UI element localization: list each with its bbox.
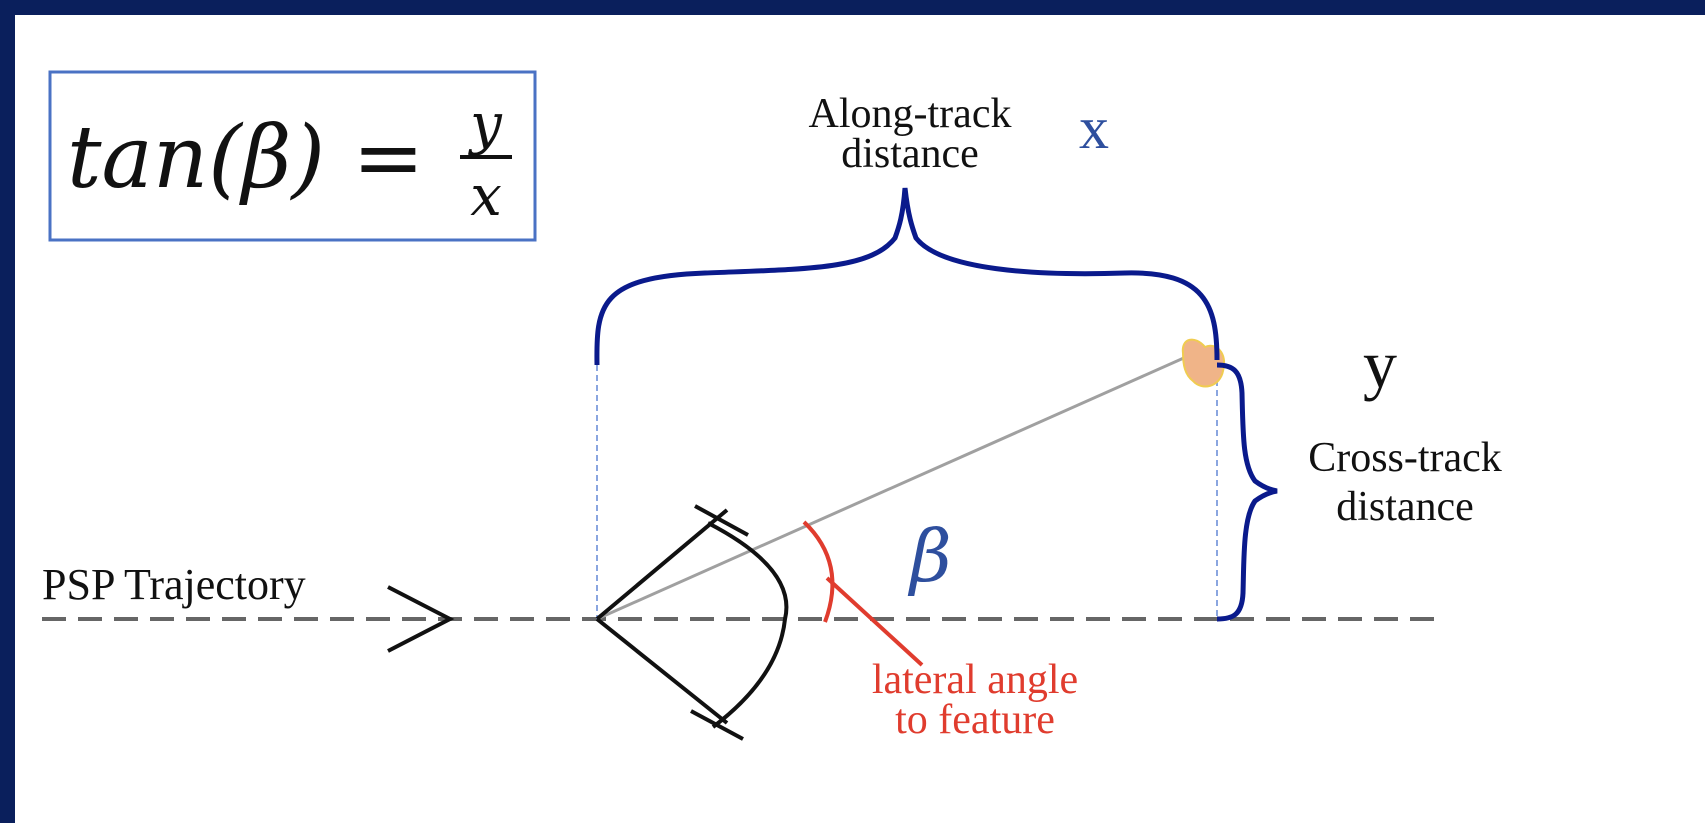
feature-blob bbox=[1181, 338, 1226, 388]
trajectory-label: PSP Trajectory bbox=[42, 560, 306, 609]
camera-fov-upper bbox=[595, 508, 729, 621]
along-track-brace bbox=[594, 187, 1220, 366]
trajectory-arrowhead bbox=[387, 585, 455, 653]
along-track-label-line1: Along-track bbox=[809, 91, 1012, 137]
y-symbol: y bbox=[1363, 326, 1397, 402]
formula-numerator: y bbox=[467, 92, 503, 157]
camera-fov-lower bbox=[595, 617, 729, 725]
lateral-angle-label-line2: to feature bbox=[895, 697, 1055, 743]
beta-symbol: β bbox=[907, 514, 952, 598]
camera-lens-arc bbox=[707, 521, 789, 729]
camera-lens-tick-bottom bbox=[690, 709, 744, 741]
lateral-angle-arc bbox=[802, 520, 835, 623]
cross-track-brace bbox=[1216, 362, 1278, 622]
cross-track-label-line1: Cross-track bbox=[1308, 435, 1502, 481]
formula-denominator: x bbox=[470, 164, 502, 229]
lateral-angle-label-line1: lateral angle bbox=[872, 657, 1078, 703]
lateral-angle-pointer bbox=[825, 576, 924, 667]
formula-lhs: tan(β) = bbox=[67, 108, 424, 208]
camera-lens-tick-top bbox=[694, 504, 749, 537]
lateral-angle-diagram: tan(β) = y x PSP Trajectory β lateral an… bbox=[42, 70, 1502, 743]
x-symbol: x bbox=[1079, 95, 1109, 161]
cross-track-label-line2: distance bbox=[1336, 484, 1474, 530]
line-of-sight bbox=[596, 351, 1196, 621]
diagram-panel: tan(β) = y x PSP Trajectory β lateral an… bbox=[15, 15, 1705, 823]
along-track-label-line2: distance bbox=[841, 131, 979, 177]
formula-box bbox=[48, 70, 537, 242]
